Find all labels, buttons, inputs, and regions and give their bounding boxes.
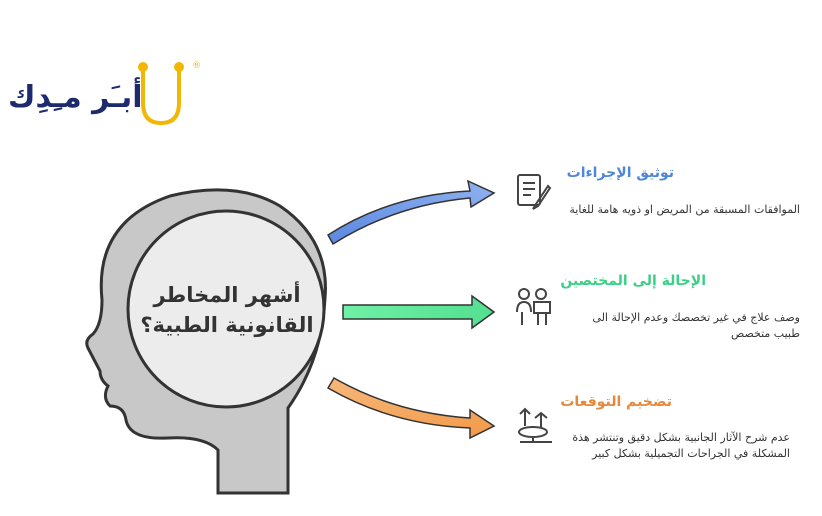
item-3-desc-line-2: المشكلة في الجراحات التجميلية بشكل كبير: [592, 447, 790, 460]
item-1-desc-line-1: الموافقات المسبقة من المريض او ذويه هامة…: [569, 203, 800, 216]
scale-icon: [518, 407, 552, 443]
item-2-title: الإحالة إلى المختصين: [560, 273, 706, 289]
item-3-desc-line-1: عدم شرح الآثار الجانبية بشكل دقيق وتنتشر…: [572, 431, 790, 444]
center-line-1: أشهر المخاطر: [153, 283, 301, 307]
brand-name: أبـَر مـِدِك: [8, 80, 143, 115]
item-2-desc-line-1: وصف علاج في غير تخصصك وعدم الإحالة الى: [592, 311, 800, 324]
item-3-description: عدم شرح الآثار الجانبية بشكل دقيق وتنتشر…: [540, 430, 790, 462]
arrow-2: [342, 294, 496, 330]
item-3-title: تضخيم التوقعات: [560, 394, 672, 410]
center-circle: [126, 209, 326, 409]
center-question: أشهر المخاطر القانونية الطبية؟: [132, 280, 322, 340]
registered-mark: ®: [192, 61, 201, 71]
item-1-description: الموافقات المسبقة من المريض او ذويه هامة…: [540, 202, 800, 218]
arrow-1: [327, 179, 496, 246]
item-1-title: توثيق الإجراءات: [566, 165, 674, 181]
item-2-desc-line-2: طبيب متخصص: [730, 327, 800, 340]
presenter-icon: [516, 288, 551, 325]
item-2-description: وصف علاج في غير تخصصك وعدم الإحالة الى ط…: [540, 310, 800, 342]
center-line-2: القانونية الطبية؟: [140, 313, 314, 337]
document-pen-icon: [517, 174, 552, 210]
arrow-3: [326, 376, 496, 440]
